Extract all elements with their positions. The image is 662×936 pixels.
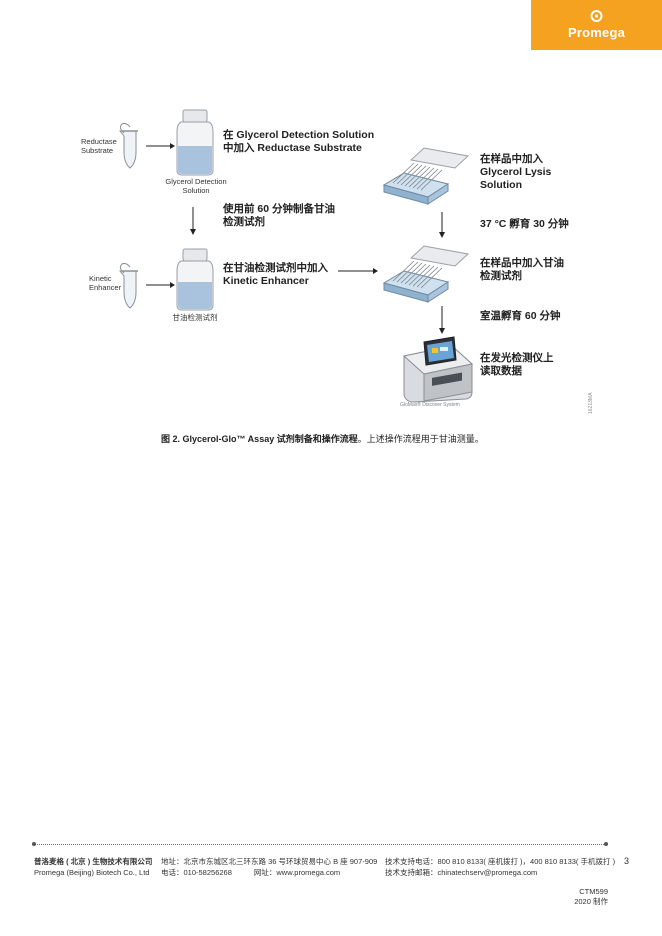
step-add-kinetic-enhancer: 在甘油检测试剂中加入 Kinetic Enhancer [223,262,328,287]
step-incubate-37c: 37 °C 孵育 30 分钟 [480,218,569,230]
footer-doc-info: CTM599 2020 制作 [540,887,608,907]
phone: 电话：010-58256268 [161,868,232,877]
glycerol-reagent-label: 甘油检测试剂 [172,313,218,322]
support-phone: 技术支持电话：800 810 8133( 座机拨打 )，400 810 8133… [385,857,616,866]
kinetic-enhancer-label: Kinetic Enhancer [89,274,122,292]
kinetic-enhancer-tube-icon [118,262,138,309]
reductase-substrate-label: Reductase Substrate [81,137,117,155]
company-cn: 普洛麦格 ( 北京 ) 生物技术有限公司 [34,857,153,866]
footer-company: 普洛麦格 ( 北京 ) 生物技术有限公司 Promega (Beijing) B… [34,856,152,878]
footer-address: 地址：北京市东城区北三环东路 36 号环球贸易中心 B 座 907-909 电话… [161,856,377,878]
promega-logo: Promega [531,0,662,50]
website[interactable]: 网址：www.promega.com [253,868,341,877]
address: 地址：北京市东城区北三环东路 36 号环球贸易中心 B 座 907-909 [161,857,378,866]
glycerol-detection-reagent-bottle-icon [176,248,214,311]
step-read-luminescence: 在发光检测仪上 读取数据 [480,352,554,377]
footer-divider [34,844,608,845]
footer-support: 技术支持电话：800 810 8133( 座机拨打 )，400 810 8133… [385,856,615,878]
doc-code: CTM599 [579,887,608,896]
company-en: Promega (Beijing) Biotech Co., Ltd [34,868,150,877]
reductase-tube-icon [118,122,138,169]
plate-with-pipette-icon-1 [382,147,470,205]
divider-dot-right [604,842,608,846]
step-incubate-rt: 室温孵育 60 分钟 [480,310,561,322]
glomax-instrument-icon [402,336,474,403]
glycerol-detection-bottle-icon [176,109,214,176]
caption-text: 。上述操作流程用于甘油测量。 [357,434,484,444]
logo-wordmark: Promega [567,25,626,40]
step-prepare-reagent: 使用前 60 分钟制备甘油 检测试剂 [223,203,336,228]
page-number: 3 [624,856,630,866]
plate-with-pipette-icon-2 [382,245,470,303]
figure-code: 16213MA [588,392,594,414]
figure-caption: 图 2. Glycerol-Glo™ Assay 试剂制备和操作流程。上述操作流… [161,433,484,445]
promega-logo-icon [590,10,603,22]
caption-title: 图 2. Glycerol-Glo™ Assay 试剂制备和操作流程 [161,434,358,444]
support-email[interactable]: 技术支持邮箱：chinatechserv@promega.com [385,868,538,877]
step-add-lysis-solution: 在样品中加入 Glycerol Lysis Solution [480,153,552,191]
doc-year: 2020 制作 [574,897,608,906]
step-add-reagent-to-sample: 在样品中加入甘油 检测试剂 [480,257,564,282]
divider-dot-left [32,842,36,846]
glycerol-detection-solution-label: Glycerol Detection Solution [165,177,227,195]
instrument-label: GloMax® Discover System [400,402,460,408]
step-add-reductase: 在 Glycerol Detection Solution 中加入 Reduct… [223,129,375,154]
